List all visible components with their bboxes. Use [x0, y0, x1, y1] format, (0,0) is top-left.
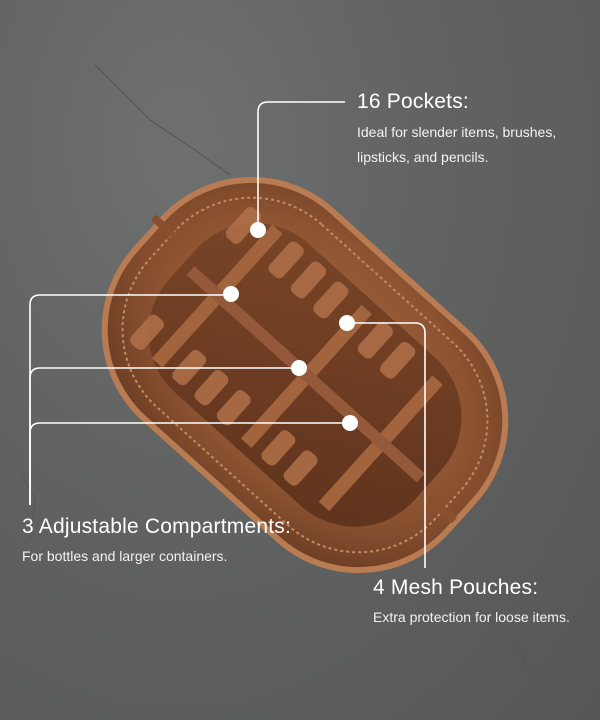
compartments-title: 3 Adjustable Compartments:: [22, 515, 292, 538]
pockets-description-line-2: lipsticks, and pencils.: [357, 149, 489, 165]
compartments-description: For bottles and larger containers.: [22, 548, 228, 564]
mesh-pouches-description: Extra protection for loose items.: [373, 609, 570, 625]
mesh-pouches-title: 4 Mesh Pouches:: [373, 576, 539, 599]
pockets-title: 16 Pockets:: [357, 90, 469, 113]
pockets-description-line-1: Ideal for slender items, brushes,: [357, 124, 557, 140]
